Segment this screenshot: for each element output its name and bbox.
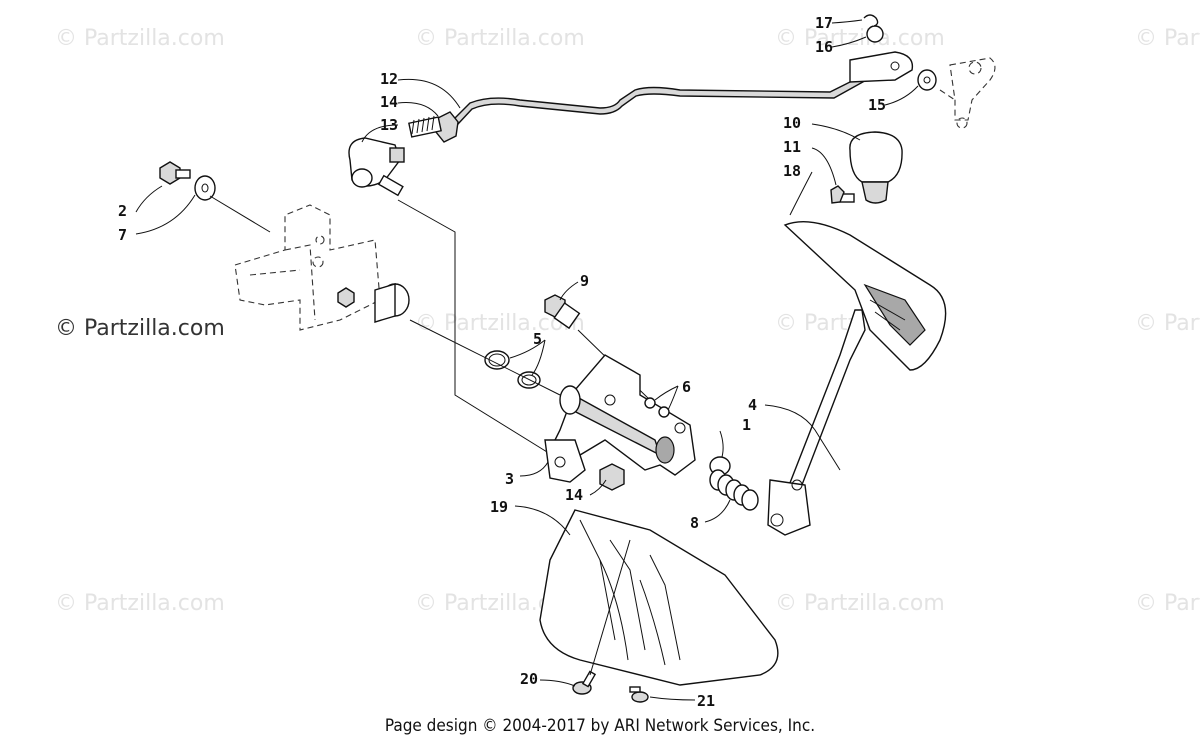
linkage-ghost (939, 57, 996, 129)
part-16-washer (866, 25, 884, 43)
part-12-rod (454, 51, 914, 126)
callout-17: 17 (815, 14, 833, 32)
part-21-screw (629, 686, 649, 703)
callout-18: 18 (783, 162, 801, 180)
page-footer: Page design © 2004-2017 by ARI Network S… (384, 716, 816, 736)
watermark: © Partzilla.com (415, 26, 585, 51)
callout-16: 16 (815, 38, 833, 56)
watermark: © Partzilla.com (55, 591, 225, 616)
callout-3: 3 (505, 470, 514, 488)
part-15-washer (917, 69, 937, 91)
part-6-washer (644, 397, 656, 409)
callout-14-upper: 14 (380, 93, 398, 111)
part-8-spring (709, 469, 759, 511)
part-6-washer (658, 406, 670, 418)
watermark: © Partzilla.com (55, 26, 225, 51)
watermark: © Partzilla.com (775, 591, 945, 616)
callout-11: 11 (783, 138, 801, 156)
callout-8: 8 (690, 514, 699, 532)
callout-2: 2 (118, 202, 127, 220)
callout-15: 15 (868, 96, 886, 114)
part-18-pedal (783, 220, 947, 371)
watermark: © Partzilla.com (1135, 26, 1200, 51)
callout-12: 12 (380, 70, 398, 88)
callout-4: 4 (748, 396, 757, 414)
watermark: © Partzilla.com (775, 26, 945, 51)
callout-19: 19 (490, 498, 508, 516)
callout-9: 9 (580, 272, 589, 290)
part-19-cover (539, 509, 779, 686)
part-4-lever (767, 309, 866, 536)
leader-lines (135, 19, 919, 701)
callouts: 1 2 3 4 5 6 7 8 9 10 11 12 13 14 14 15 1… (118, 14, 886, 710)
watermark: © Partzilla.com (1135, 311, 1200, 336)
callout-13: 13 (380, 116, 398, 134)
part-14-nut-lower (599, 463, 625, 491)
part-13-rod-end (348, 137, 405, 197)
callout-10: 10 (783, 114, 801, 132)
callout-7: 7 (118, 226, 127, 244)
part-11-screw (830, 185, 855, 204)
watermark-primary: © Partzilla.com (55, 316, 225, 341)
callout-14-lower: 14 (565, 486, 583, 504)
part-7-washer (194, 175, 216, 201)
part-9-bolt (544, 294, 581, 330)
part-10-knob (849, 131, 903, 204)
part-2-bolt (159, 161, 191, 185)
callout-6: 6 (682, 378, 691, 396)
callout-1: 1 (742, 416, 751, 434)
frame-section (234, 204, 410, 331)
part-17-clip (863, 14, 879, 27)
watermark: © Partzilla.com (1135, 591, 1200, 616)
callout-21: 21 (697, 692, 715, 710)
part-3-bracket (544, 354, 696, 483)
callout-5: 5 (533, 330, 542, 348)
callout-20: 20 (520, 670, 538, 688)
assembly-line (397, 199, 561, 461)
part-20-screw (572, 670, 597, 695)
